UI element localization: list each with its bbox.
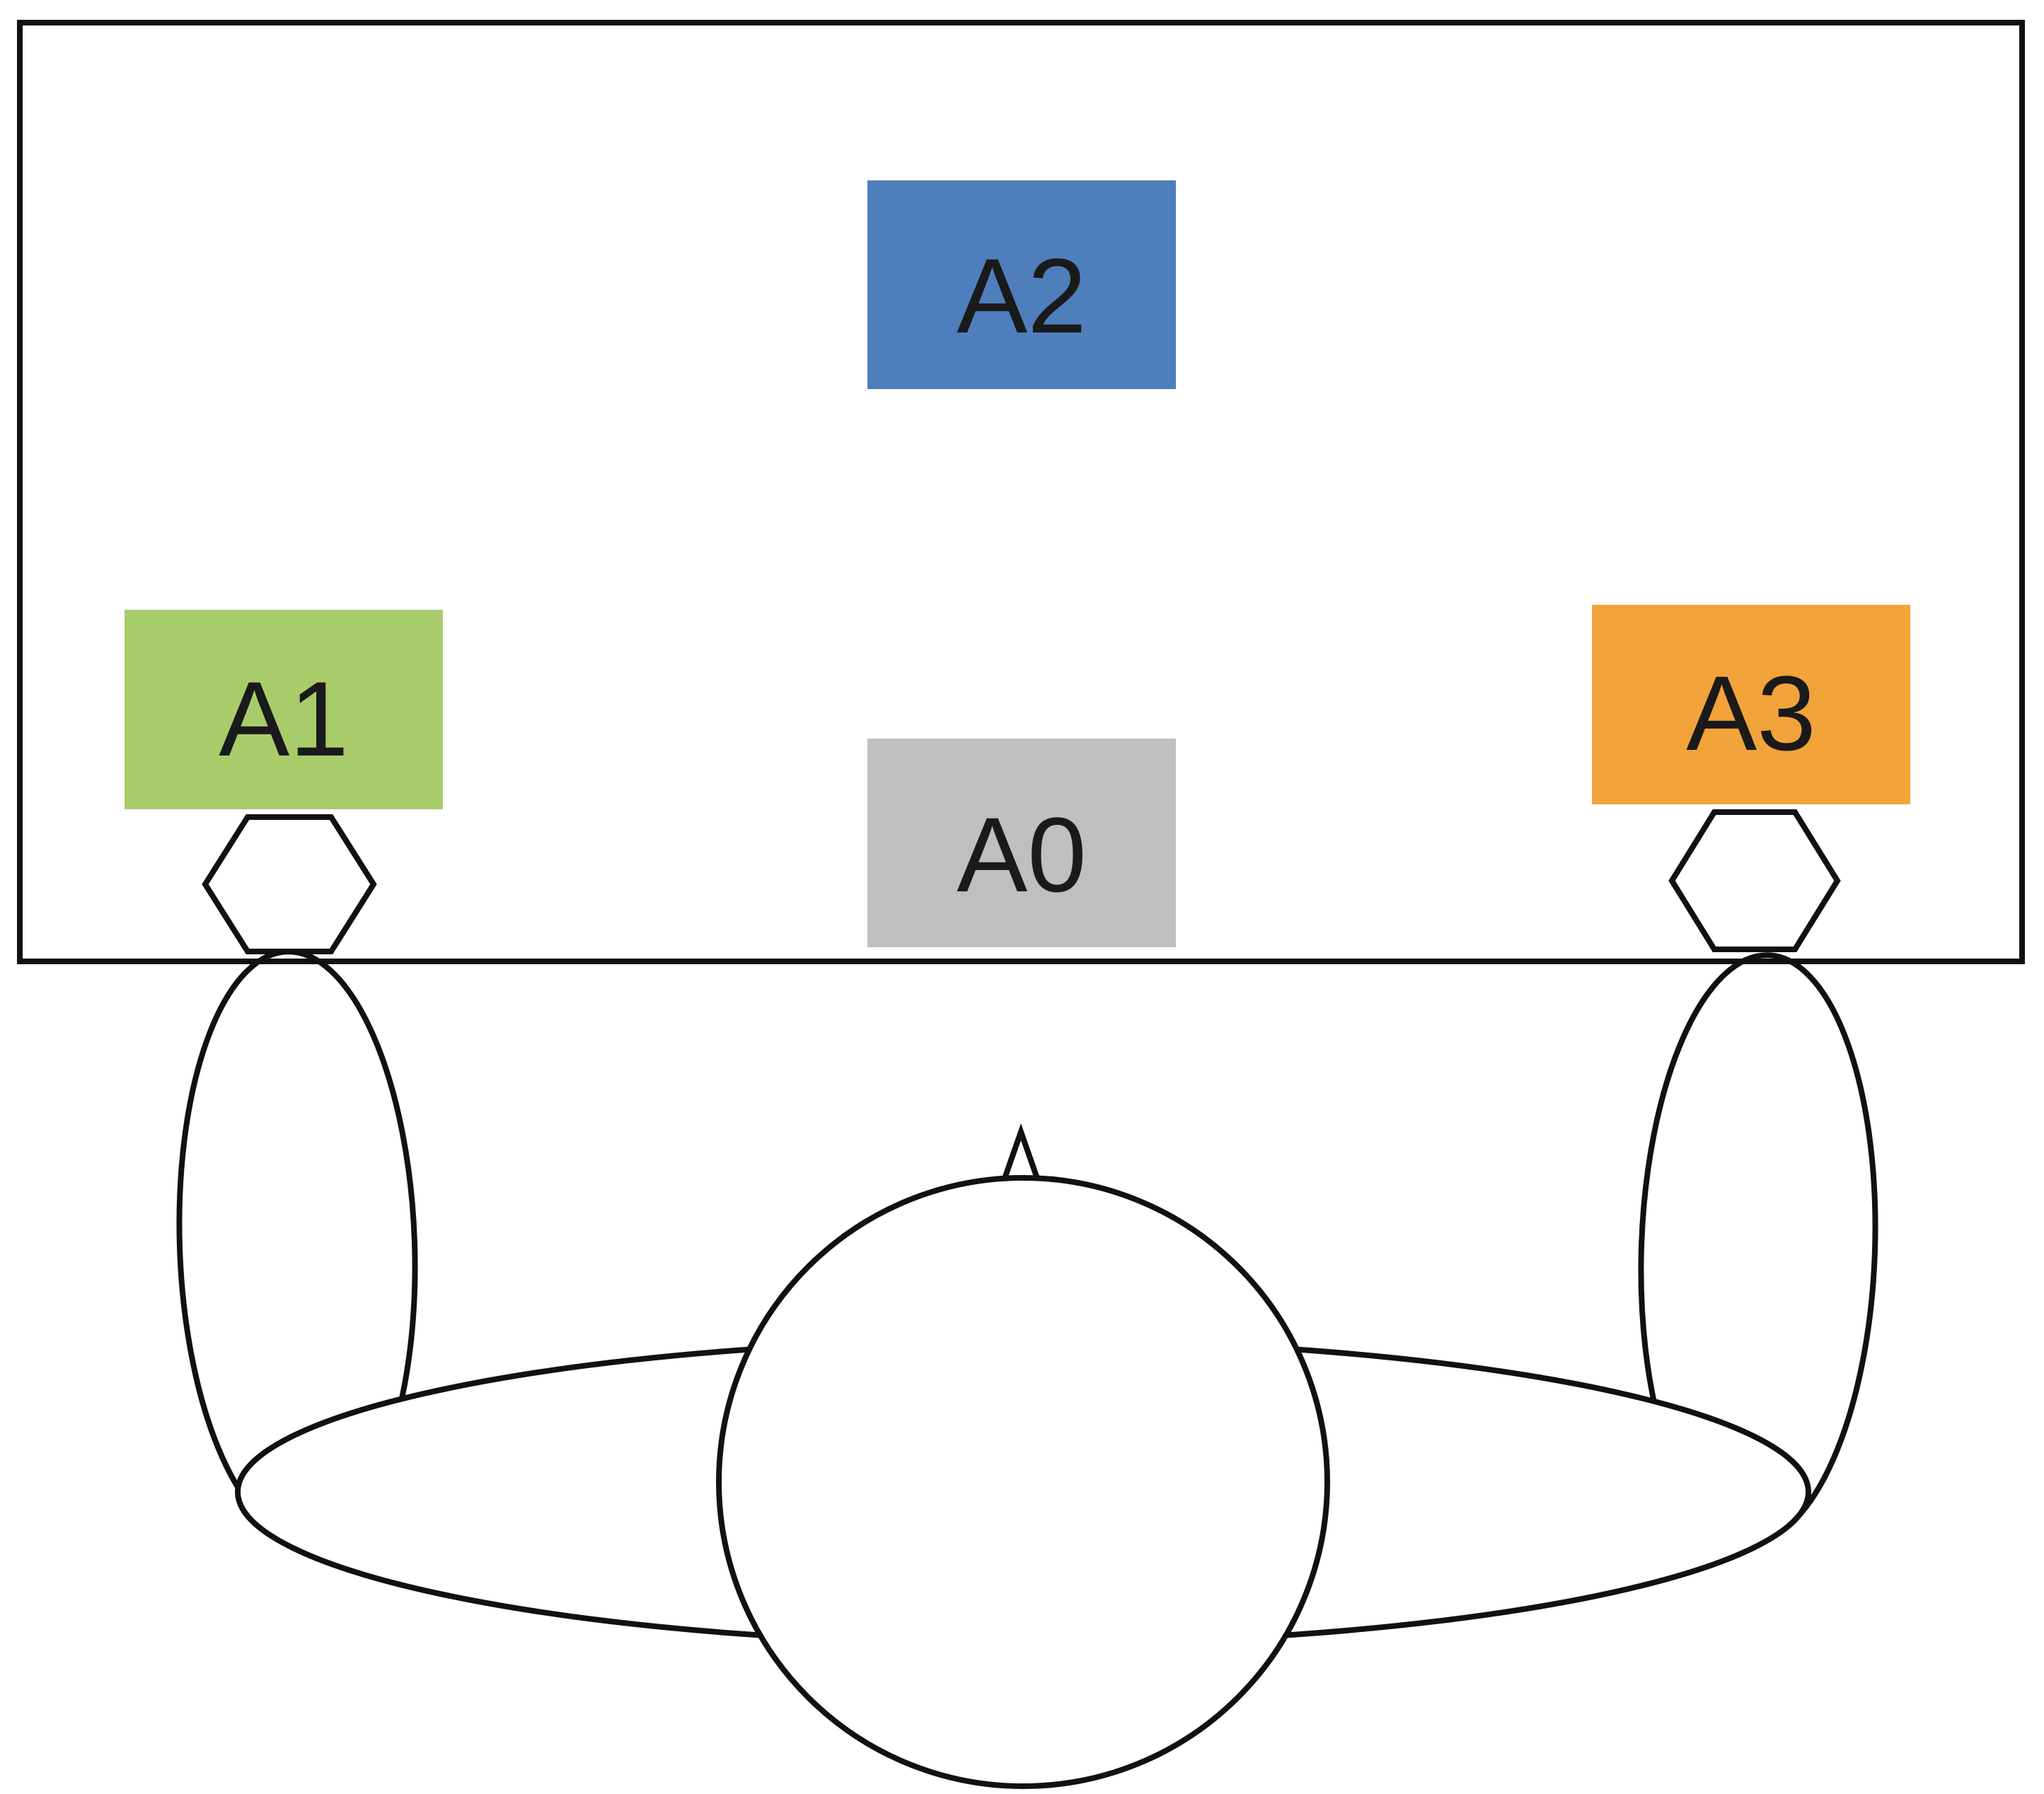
area-a3: A3 [1592, 605, 1910, 804]
area-a1: A1 [125, 610, 443, 809]
area-a3-label: A3 [1686, 654, 1815, 772]
area-a1-box [125, 610, 443, 809]
area-a0-box [867, 739, 1176, 947]
area-a2-label: A2 [957, 236, 1086, 355]
head [716, 1175, 1330, 1789]
area-a2-box [867, 180, 1176, 389]
area-a1-label: A1 [219, 659, 348, 778]
right-hand-icon [1668, 809, 1841, 952]
left-hand-icon [202, 814, 377, 954]
area-a2: A2 [867, 180, 1176, 389]
area-a0: A0 [867, 739, 1176, 947]
area-a3-box [1592, 605, 1910, 804]
area-a0-label: A0 [957, 795, 1086, 914]
